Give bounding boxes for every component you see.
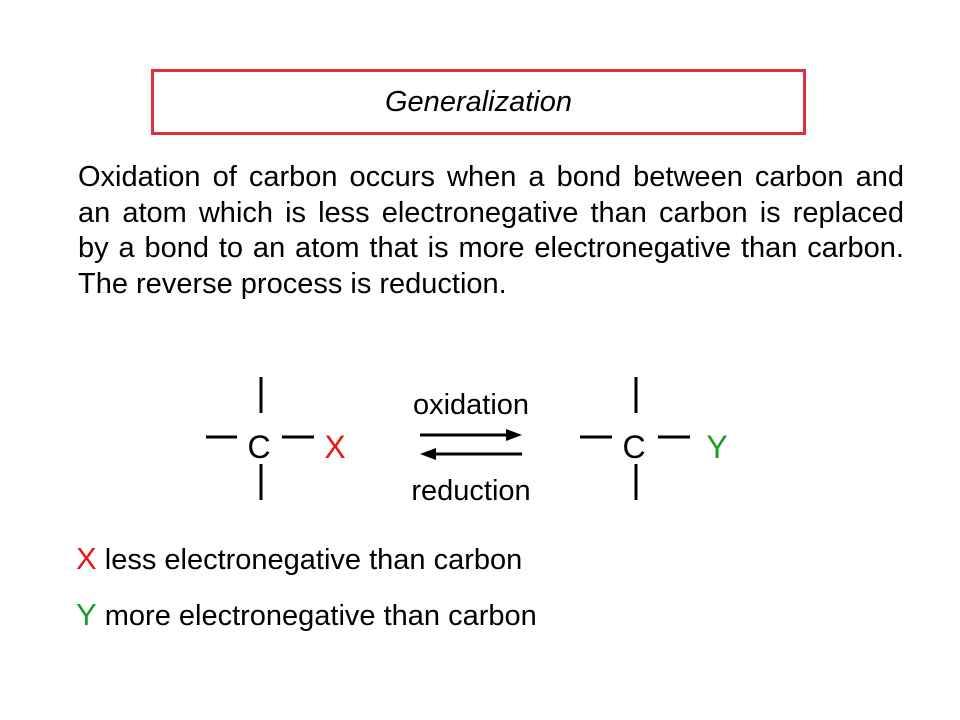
legend-y-symbol: Y <box>76 597 97 632</box>
definition-paragraph: Oxidation of carbon occurs when a bond b… <box>78 161 904 300</box>
slide-title: Generalization <box>385 85 572 118</box>
forward-arrowhead <box>506 429 522 441</box>
left-carbon-symbol: C <box>247 429 270 465</box>
right-substituent-y: Y <box>706 429 727 465</box>
oxidation-label: oxidation <box>413 389 529 421</box>
reduction-label: reduction <box>411 475 530 507</box>
title-box: Generalization <box>151 69 806 135</box>
legend-y-text: more electronegative than carbon <box>96 600 537 632</box>
legend-x-text: less electronegative than carbon <box>96 544 523 576</box>
legend-x-symbol: X <box>76 541 97 576</box>
legend-x-line: X less electronegative than carbon <box>76 541 522 577</box>
reverse-arrowhead <box>420 448 436 460</box>
left-substituent-x: X <box>324 429 345 465</box>
legend-y-line: Y more electronegative than carbon <box>76 597 537 633</box>
right-carbon-symbol: C <box>622 429 645 465</box>
